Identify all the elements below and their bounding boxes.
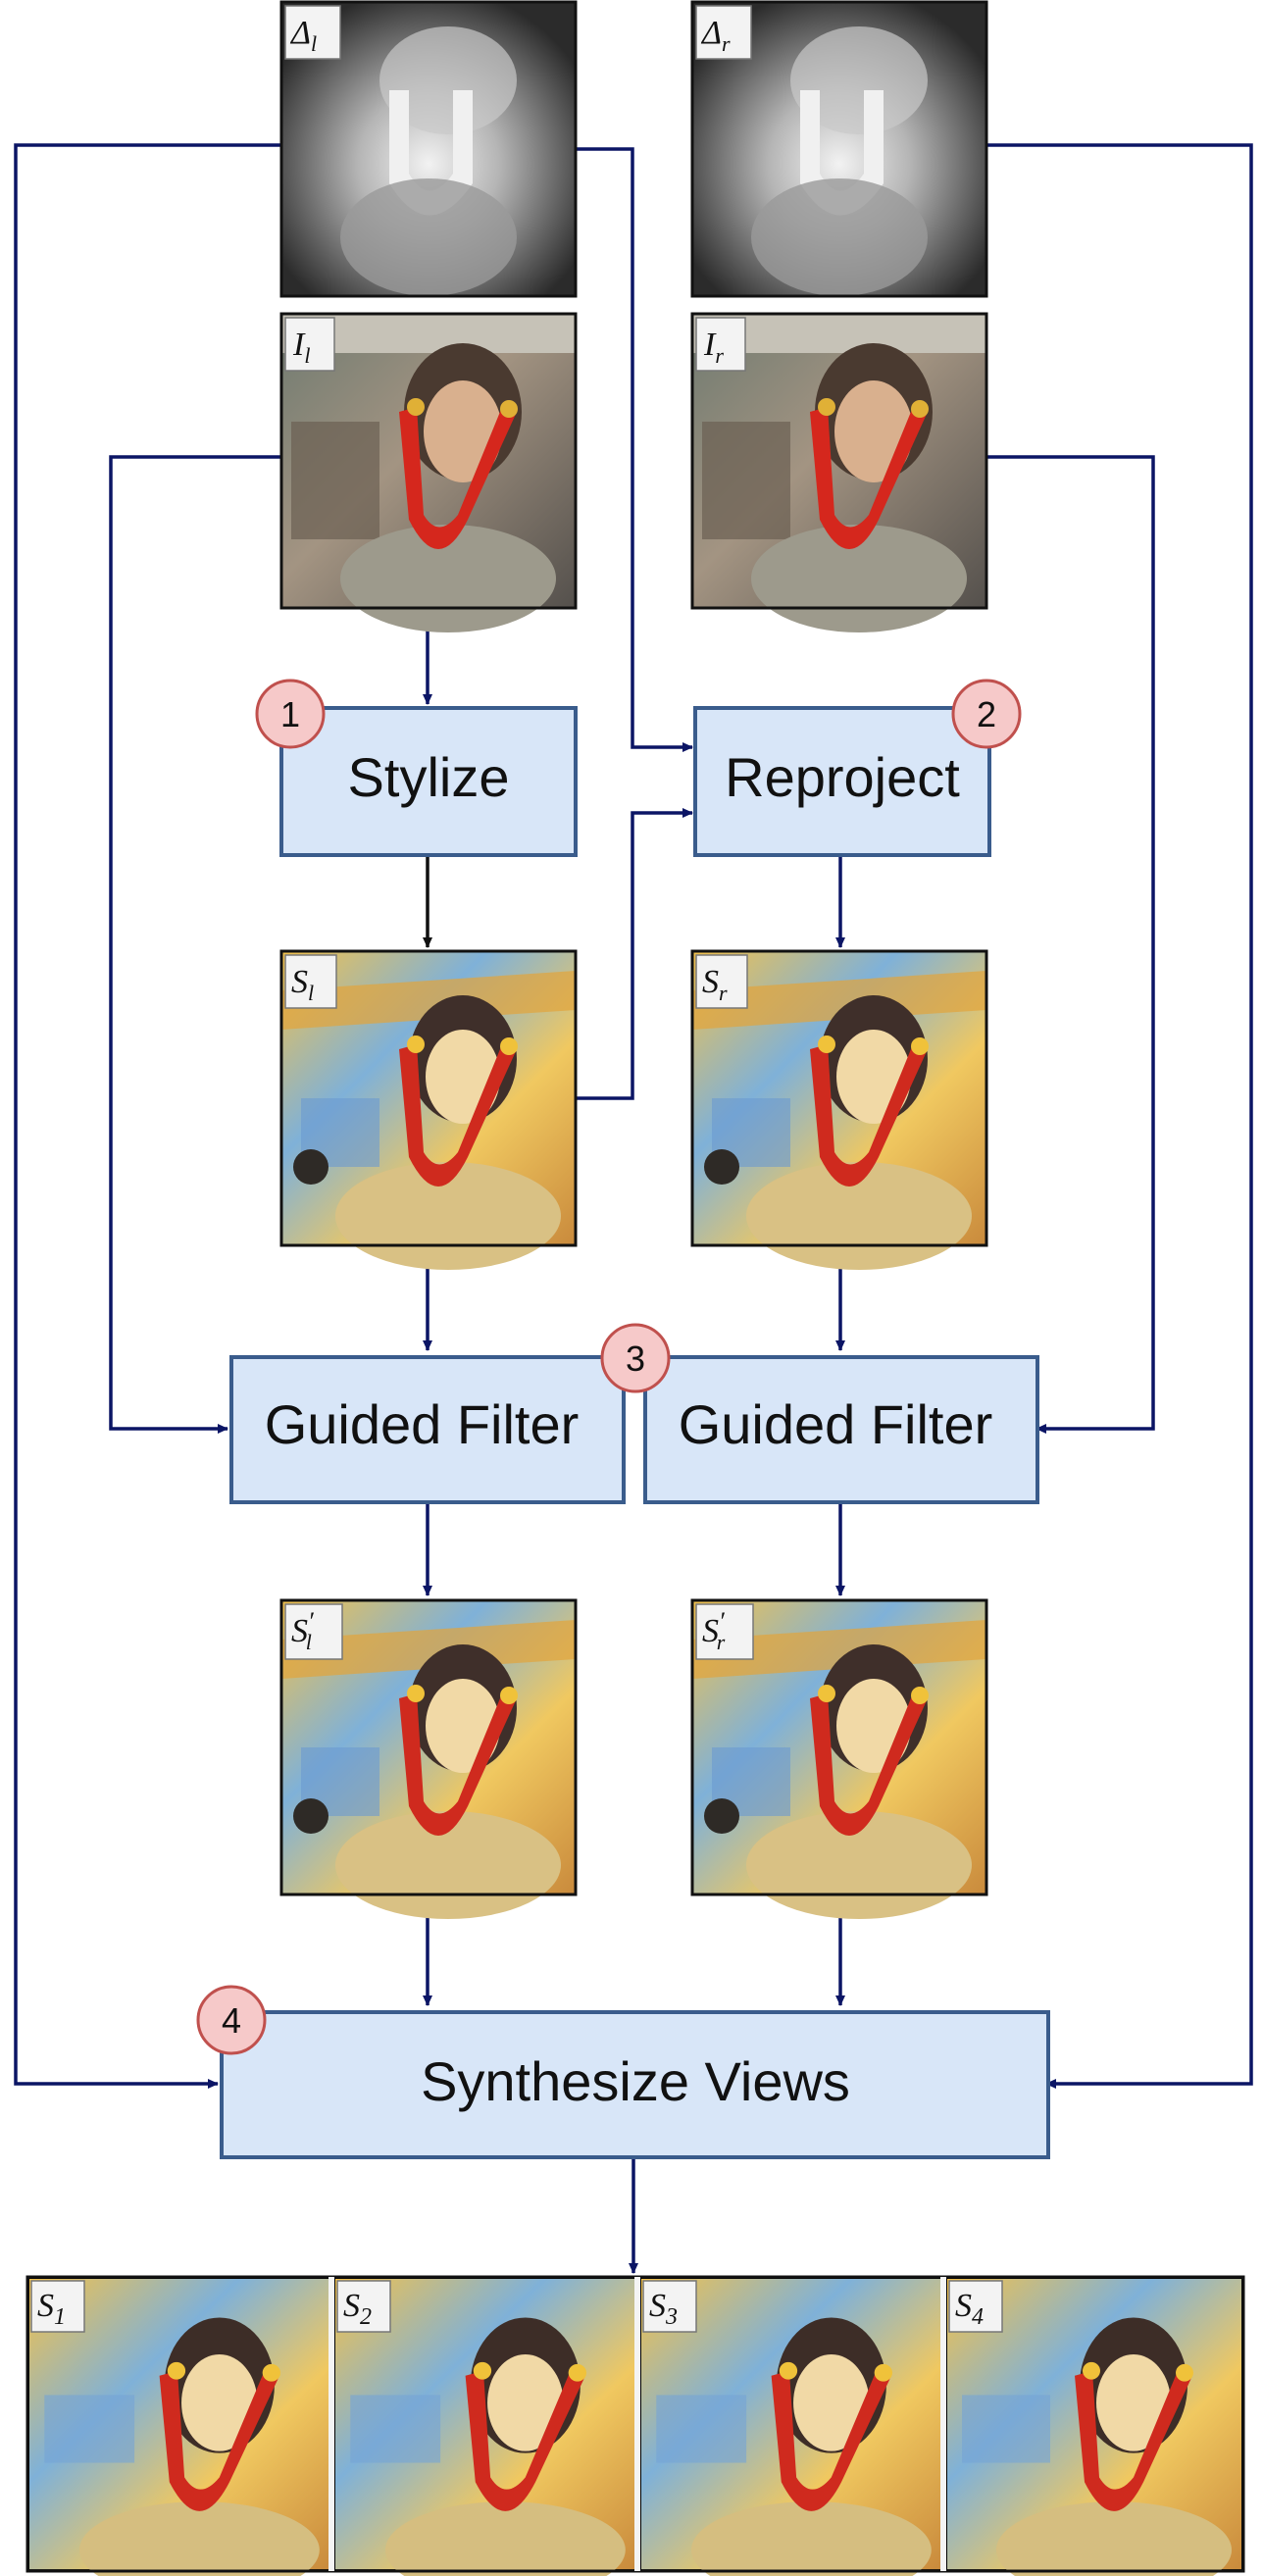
- arrow-il-to-guided-filter-left: [109, 455, 281, 1434]
- reproject-label: Reproject: [725, 746, 960, 808]
- label-s-l-prime: S′l: [291, 1607, 314, 1654]
- image-s-l: Sl: [279, 949, 578, 1270]
- output-strip: S1 S2 S3 S4: [25, 2275, 1245, 2576]
- label-s2: S2: [343, 2288, 372, 2330]
- arrow-sl-to-reproject: [574, 808, 693, 1100]
- svg-text:2: 2: [977, 694, 996, 734]
- stylize-step: Stylize 1: [255, 679, 578, 857]
- label-i-l: Il: [292, 327, 310, 368]
- label-s-l: Sl: [291, 964, 314, 1005]
- synthesize-views-label: Synthesize Views: [421, 2050, 850, 2112]
- step-badge-4: [196, 1985, 267, 2055]
- image-i-r: Ir: [690, 312, 988, 632]
- image-s-l-prime: S′l: [279, 1598, 578, 1919]
- image-s-r-prime: S′r: [690, 1598, 988, 1919]
- connectors: [14, 143, 1253, 2274]
- arrow-delta-r-to-synthesize: [986, 143, 1253, 2089]
- synthesize-views-step: Synthesize Views 4: [196, 1985, 1050, 2159]
- svg-text:3: 3: [626, 1339, 645, 1379]
- label-i-r: Ir: [703, 327, 724, 368]
- step-badge-2: [951, 679, 1022, 749]
- guided-filter-left-step: Guided Filter: [229, 1355, 626, 1504]
- image-delta-r: Δr: [690, 0, 988, 298]
- arrow-delta-l-to-reproject: [574, 147, 693, 752]
- image-delta-l: Δl: [279, 0, 578, 298]
- guided-filter-right-label: Guided Filter: [679, 1393, 993, 1455]
- step-badge-1: [255, 679, 326, 749]
- arrow-ir-to-guided-filter-right: [986, 455, 1155, 1434]
- label-s1: S1: [37, 2288, 66, 2330]
- label-s4: S4: [955, 2288, 984, 2330]
- stylize-label: Stylize: [348, 746, 510, 808]
- reproject-step: Reproject 2: [693, 679, 1022, 857]
- guided-filter-right-step: Guided Filter 3: [600, 1323, 1039, 1504]
- label-s3: S3: [649, 2288, 678, 2330]
- svg-text:4: 4: [222, 2000, 241, 2041]
- step-badge-3: [600, 1323, 671, 1393]
- label-delta-r: Δr: [700, 15, 731, 56]
- arrow-delta-l-to-synthesize: [14, 143, 281, 2089]
- label-delta-l: Δl: [289, 15, 317, 56]
- svg-text:1: 1: [280, 694, 300, 734]
- label-s-r: Sr: [702, 964, 728, 1005]
- label-s-r-prime: S′r: [702, 1607, 726, 1654]
- image-s-r: Sr: [690, 949, 988, 1270]
- image-i-l: Il: [279, 312, 578, 632]
- guided-filter-left-label: Guided Filter: [265, 1393, 580, 1455]
